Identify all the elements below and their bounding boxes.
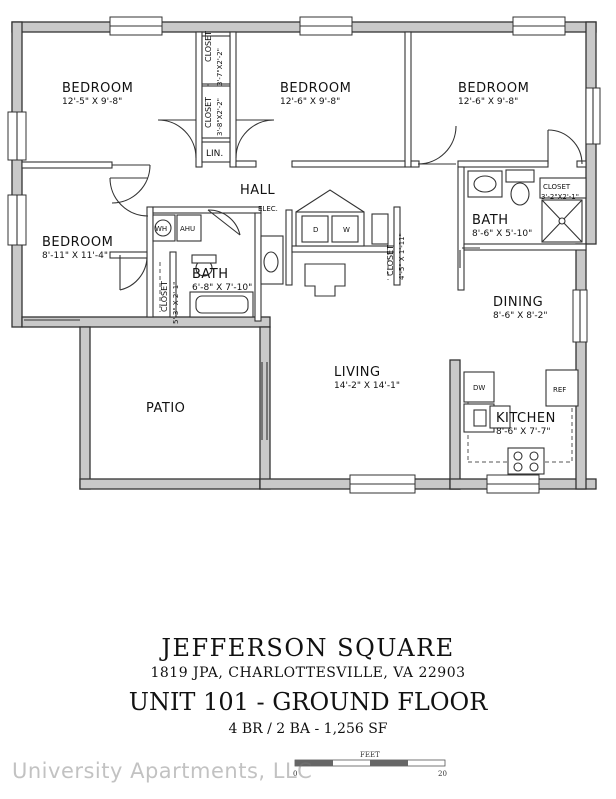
bath1-fixtures — [467, 169, 587, 243]
doors — [24, 119, 583, 440]
closet5-label: CLOSET — [386, 245, 395, 276]
elec-label: ELEC. — [258, 205, 278, 213]
dining-label: DINING — [493, 295, 543, 310]
scale-start: 0 — [293, 770, 297, 778]
closet-box-1 — [201, 35, 231, 85]
ahu-label: AHU — [180, 225, 195, 233]
wh-label: WH — [155, 225, 167, 233]
bedroom4-label: BEDROOM — [42, 235, 113, 250]
bedroom3-dim: 12'-6" X 9'-8" — [458, 97, 518, 107]
washer-label: W — [343, 226, 350, 234]
closet1-label: CLOSET — [204, 31, 213, 62]
hall-label: HALL — [240, 183, 275, 198]
closet3-dim: 3'-2"X2'-1" — [541, 193, 579, 201]
bedroom1-dim: 12'-5" X 9'-8" — [62, 97, 122, 107]
unit-title: UNIT 101 - GROUND FLOOR — [128, 688, 488, 716]
linen-label: LIN. — [206, 149, 223, 159]
laundry-fixtures — [295, 189, 389, 297]
scale-bar: FEET 0 20 — [293, 751, 447, 778]
closet-box-2 — [201, 85, 231, 139]
kitchen-dim: 8'-6" X 7'-7" — [496, 427, 551, 437]
bath2-label: BATH — [192, 267, 229, 282]
dining-dim: 8'-6" X 8'-2" — [493, 311, 548, 321]
bedroom2-dim: 12'-6" X 9'-8" — [280, 97, 340, 107]
closet2-label: CLOSET — [204, 97, 213, 128]
watermark: University Apartments, LLC — [12, 759, 313, 783]
bath2-fixtures — [152, 214, 284, 318]
closet4-label: CLOSET — [160, 281, 169, 312]
scale-end: 20 — [438, 770, 447, 778]
closet1-dim: 3'-7"X2'-2" — [216, 48, 224, 86]
living-label: LIVING — [334, 365, 381, 380]
bedroom4-dim: 8'-11" X 11'-4" — [42, 251, 108, 261]
interior-walls — [21, 31, 587, 322]
bath1-label: BATH — [472, 213, 509, 228]
kitchen-fixtures — [463, 369, 579, 475]
scale-label: FEET — [360, 751, 380, 759]
closet5-dim: 4'-5" X 1'-11" — [398, 233, 406, 280]
building-name: JEFFERSON SQUARE — [161, 634, 455, 662]
windows — [7, 16, 601, 494]
building-address: 1819 JPA, CHARLOTTESVILLE, VA 22903 — [150, 665, 466, 681]
closet4-dim: 5'-3" X 2'-1" — [172, 282, 180, 324]
bath1-dim: 8'-6" X 5'-10" — [472, 229, 532, 239]
patio-label: PATIO — [146, 401, 185, 416]
unit-specs: 4 BR / 2 BA - 1,256 SF — [228, 721, 388, 737]
ref-label: REF — [553, 386, 566, 394]
bedroom1-label: BEDROOM — [62, 81, 133, 96]
dw-label: DW — [473, 384, 485, 392]
kitchen-label: KITCHEN — [496, 411, 556, 426]
closet3-label: CLOSET — [543, 183, 571, 191]
bedroom3-label: BEDROOM — [458, 81, 529, 96]
bedroom2-label: BEDROOM — [280, 81, 351, 96]
linen-box — [201, 141, 231, 163]
living-dim: 14'-2" X 14'-1" — [334, 381, 400, 391]
bath2-dim: 6'-8" X 7'-10" — [192, 283, 252, 293]
closet2-dim: 3'-8"X2'-2" — [216, 98, 224, 136]
dryer-label: D — [313, 226, 318, 234]
